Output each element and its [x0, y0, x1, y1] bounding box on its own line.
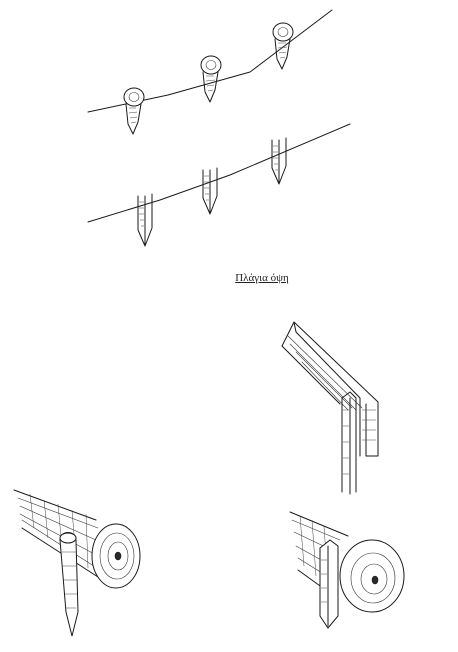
- round-post-right: [272, 22, 294, 70]
- square-post-middle: [202, 167, 218, 215]
- square-post: [341, 397, 357, 495]
- square-stake: [319, 539, 339, 629]
- lower-wire-with-square-posts: [87, 123, 351, 247]
- plank-beam-detail: [281, 321, 379, 495]
- log2-end-rings: [339, 539, 405, 613]
- upper-wire-with-round-posts: [87, 9, 333, 135]
- plank-outline: [281, 321, 379, 457]
- lower-wire: [87, 123, 351, 223]
- round-post-left: [123, 87, 145, 135]
- side-view-caption: Πλάγια όψη: [235, 272, 289, 284]
- round-log-with-square-stake: [289, 511, 405, 629]
- square-post-right: [271, 137, 287, 185]
- square-post-left: [137, 193, 153, 247]
- log2-body: [289, 511, 349, 597]
- round-log-with-stake: [13, 489, 141, 637]
- round-post-middle: [200, 55, 222, 103]
- round-stake: [59, 532, 79, 637]
